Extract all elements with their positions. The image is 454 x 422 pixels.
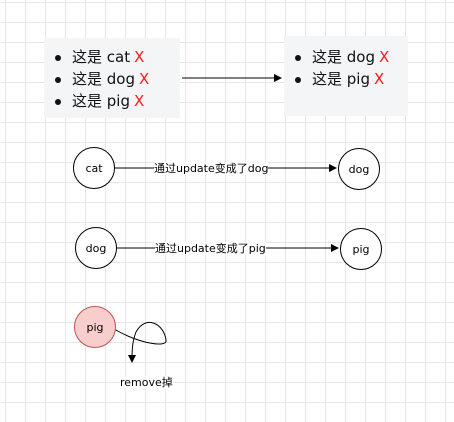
node-pig-target: pig <box>340 228 382 270</box>
list-item-mark: X <box>373 70 385 88</box>
list-item-text: 这是 pig <box>72 92 130 110</box>
node-cat: cat <box>73 147 115 189</box>
node-dog-target: dog <box>338 148 380 190</box>
edge-label-dog-to-pig: 通过update变成了pig <box>155 242 266 255</box>
list-item-text: 这是 dog <box>312 48 375 66</box>
edge-label-cat-to-dog: 通过update变成了dog <box>154 162 269 175</box>
list-item-mark: X <box>134 48 145 66</box>
list-item-mark: X <box>139 70 150 88</box>
node-dog: dog <box>75 227 117 269</box>
remove-arrow <box>113 321 167 363</box>
node-pig-removed: pig <box>74 306 116 348</box>
list-item-text: 这是 cat <box>72 48 131 66</box>
remove-label: remove掉 <box>120 376 173 389</box>
list-item-text: 这是 pig <box>312 70 370 88</box>
list-item-mark: X <box>133 92 145 110</box>
list-item-text: 这是 dog <box>72 70 135 88</box>
list-item-mark: X <box>379 48 390 66</box>
